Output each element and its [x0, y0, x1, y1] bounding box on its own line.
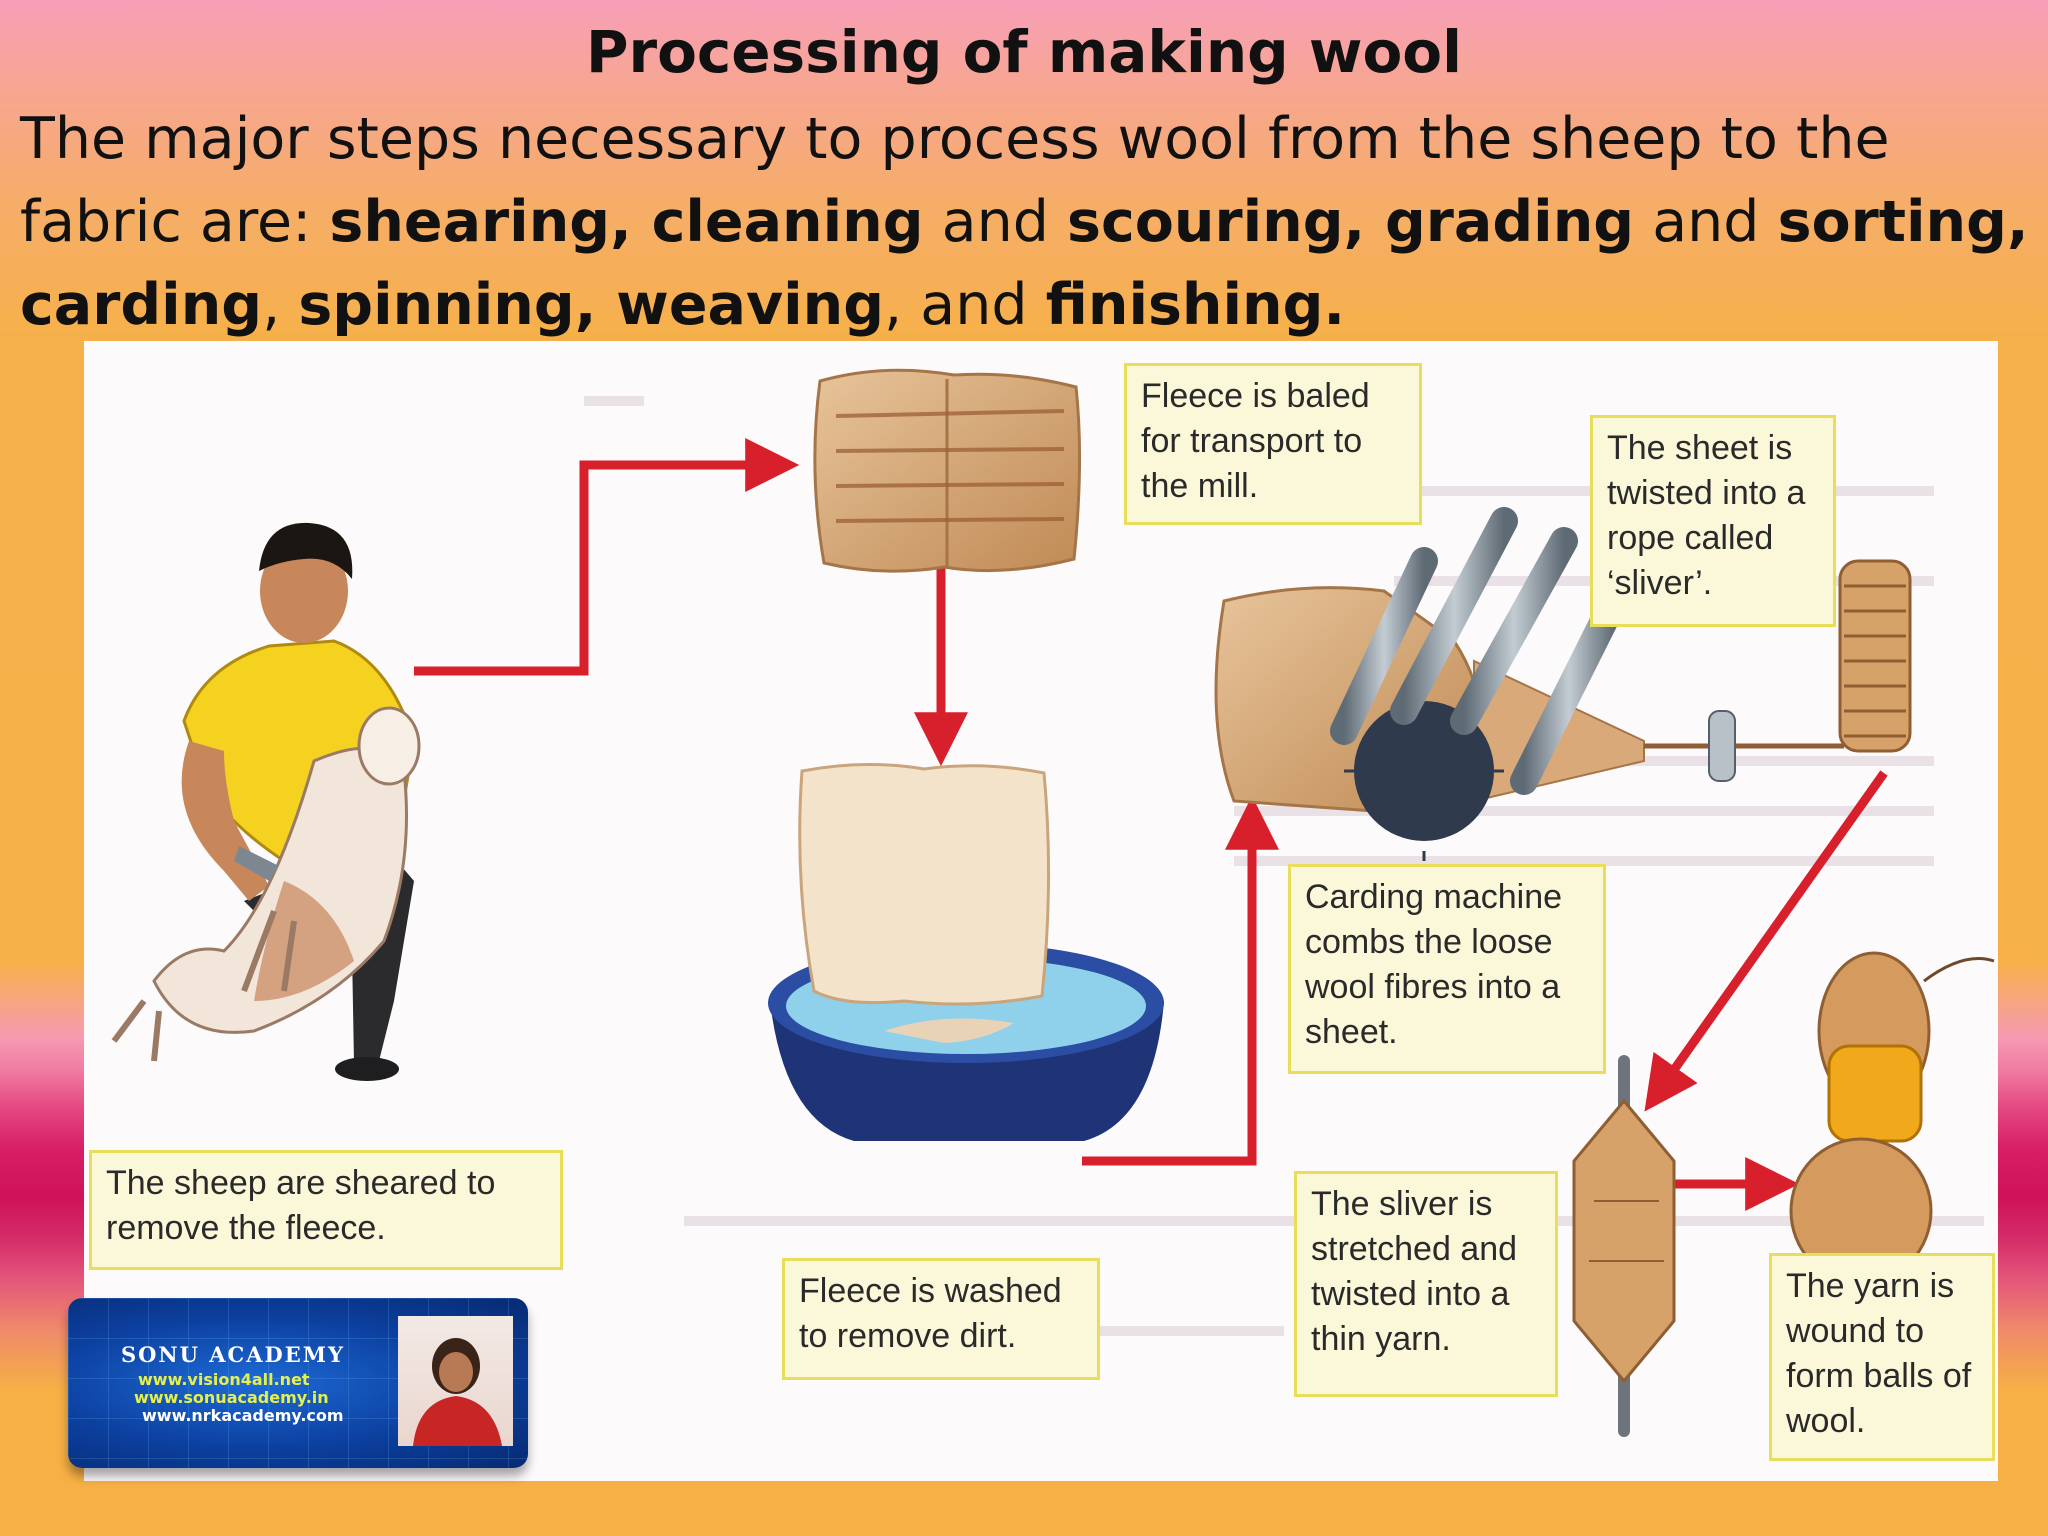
intro-step-scouring: scouring, grading — [1067, 189, 1635, 255]
intro-text-4: , — [262, 272, 299, 338]
badge-url-3: www.nrkacademy.com — [142, 1406, 344, 1425]
sheep-shearing-illustration — [111, 522, 421, 1081]
intro-text-3: and — [1634, 189, 1778, 255]
badge-url-2: www.sonuacademy.in — [134, 1388, 329, 1407]
academy-logo-badge: SONU ACADEMY www.vision4all.net www.sonu… — [68, 1298, 528, 1468]
intro-text-2: and — [923, 189, 1068, 255]
caption-carding: Carding machine combs the loose wool fib… — [1288, 864, 1606, 1074]
teacher-photo-illustration — [413, 1338, 502, 1446]
intro-text-5: , and — [884, 272, 1046, 338]
intro-step-shearing: shearing, cleaning — [329, 189, 924, 255]
badge-academy-name: SONU ACADEMY — [120, 1342, 346, 1367]
intro-step-spinning: spinning, weaving — [298, 272, 885, 338]
wash-tub-illustration — [768, 762, 1164, 1141]
sliver-coil-illustration — [1644, 559, 1912, 782]
caption-shear: The sheep are sheared to remove the flee… — [89, 1150, 563, 1270]
intro-step-finishing: finishing. — [1045, 272, 1346, 338]
intro-paragraph: The major steps necessary to process woo… — [20, 98, 2040, 347]
intro-text-1: The major steps necessary to process woo… — [20, 106, 1890, 255]
intro-step-sorting: sorting, carding — [20, 189, 2029, 338]
wool-process-diagram: The sheep are sheared to remove the flee… — [84, 341, 1998, 1481]
spindle-illustration — [1572, 1055, 1676, 1437]
wool-bale-illustration — [813, 368, 1082, 573]
caption-balls: The yarn is wound to form balls of wool. — [1769, 1253, 1995, 1461]
caption-wash: Fleece is washed to remove dirt. — [782, 1258, 1100, 1380]
teacher-photo — [398, 1316, 513, 1446]
badge-url-1: www.vision4all.net — [138, 1370, 310, 1389]
caption-yarn: The sliver is stretched and twisted into… — [1294, 1171, 1558, 1397]
carding-machine-illustration — [1214, 507, 1912, 861]
caption-bale: Fleece is baled for transport to the mil… — [1124, 363, 1422, 525]
flow-arrows — [414, 438, 1888, 1211]
wool-ball-illustration — [1789, 951, 1995, 1285]
caption-sliver: The sheet is twisted into a rope called … — [1590, 415, 1836, 627]
page-title: Processing of making wool — [585, 18, 1463, 86]
